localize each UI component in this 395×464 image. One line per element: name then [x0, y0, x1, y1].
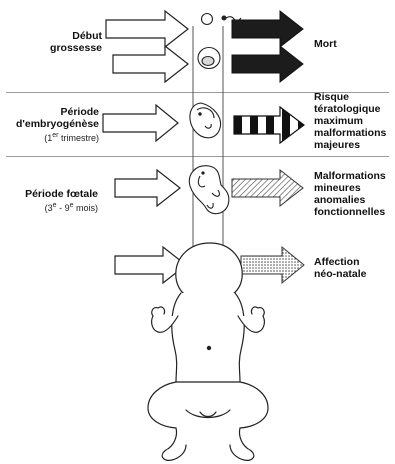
outcome-arrow-major-malformations [234, 104, 306, 146]
outcome-arrows [232, 11, 306, 283]
exposure-arrow-2 [113, 46, 188, 82]
exposure-arrow-3 [103, 105, 178, 141]
outcome-arrow-minor-malformations [232, 170, 303, 206]
outcome-arrow-neonatal [241, 247, 304, 283]
outcome-arrow-death-1 [232, 11, 303, 47]
embryo-icon [190, 103, 221, 138]
blastocyst-icon [198, 48, 220, 69]
exposure-arrow-4 [115, 170, 180, 206]
exposure-arrow-1 [106, 11, 188, 47]
outcome-arrow-death-2 [232, 46, 303, 82]
exposure-arrow-5 [115, 247, 186, 283]
exposure-arrows [103, 11, 188, 283]
